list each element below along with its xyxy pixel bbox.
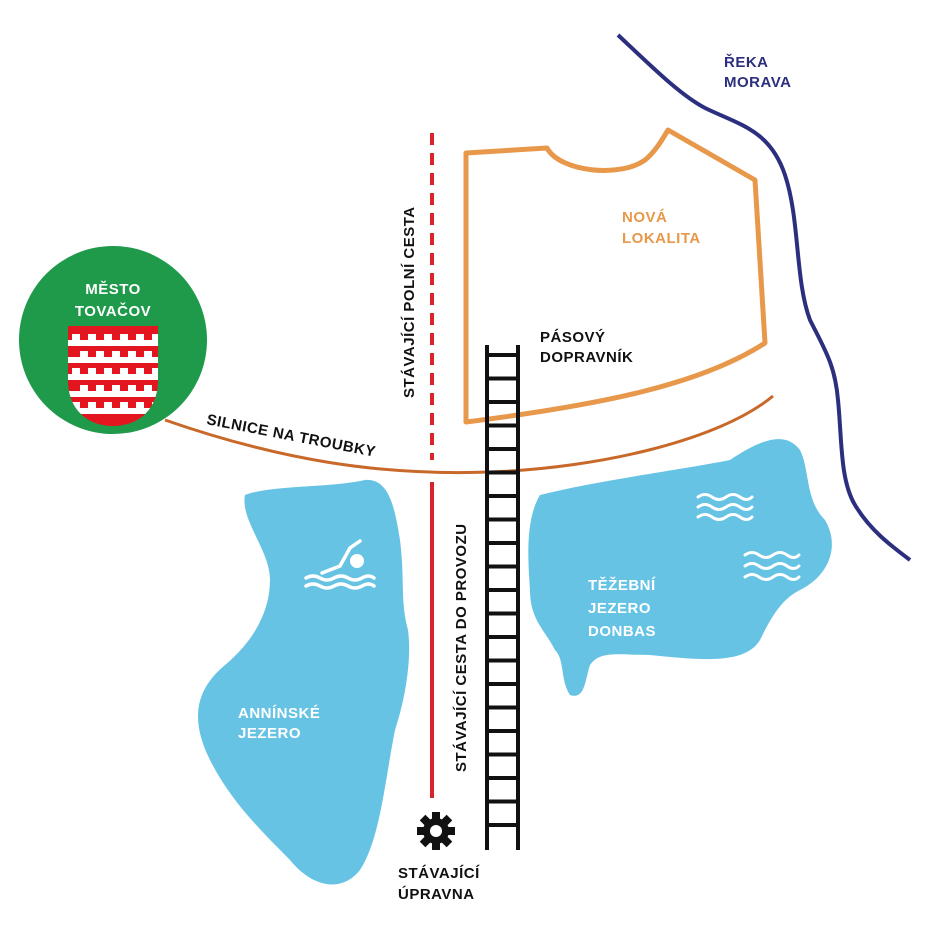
- road-label: SILNICE NA TROUBKY: [205, 411, 377, 460]
- town-label-1: MĚSTO: [85, 280, 141, 298]
- lake-anninske: [198, 479, 410, 885]
- river-label-2: MORAVA: [724, 74, 791, 91]
- plant-label-2: ÚPRAVNA: [398, 885, 475, 903]
- lake-annin-label-2: JEZERO: [238, 725, 301, 742]
- lake-donbas-label-2: JEZERO: [588, 600, 651, 617]
- lake-annin-label-1: ANNÍNSKÉ: [238, 705, 320, 722]
- lake-donbas-label-1: TĚŽEBNÍ: [588, 576, 656, 594]
- conveyor-belt: [485, 345, 520, 850]
- field-path-label: STÁVAJÍCÍ POLNÍ CESTA: [401, 206, 418, 398]
- new-site-area: [463, 127, 768, 425]
- lake-donbas-label-3: DONBAS: [588, 623, 656, 640]
- lake-donbas: [528, 439, 832, 696]
- swimmer-icon: [304, 539, 376, 590]
- town-badge: [19, 246, 207, 434]
- new-site-label-1: NOVÁ: [622, 209, 667, 226]
- gear-icon: [417, 812, 455, 850]
- new-site-label-2: LOKALITA: [622, 230, 701, 247]
- coat-of-arms-icon: [68, 326, 158, 426]
- town-label-2: TOVAČOV: [75, 302, 151, 320]
- conveyor-label-2: DOPRAVNÍK: [540, 349, 633, 366]
- plant-label-1: STÁVAJÍCÍ: [398, 865, 480, 882]
- operation-path-label: STÁVAJÍCÍ CESTA DO PROVOZU: [453, 523, 470, 772]
- conveyor-label-1: PÁSOVÝ: [540, 328, 606, 346]
- river-label-1: ŘEKA: [724, 53, 769, 71]
- river-morava: [616, 33, 912, 562]
- waves-icon: [696, 493, 801, 581]
